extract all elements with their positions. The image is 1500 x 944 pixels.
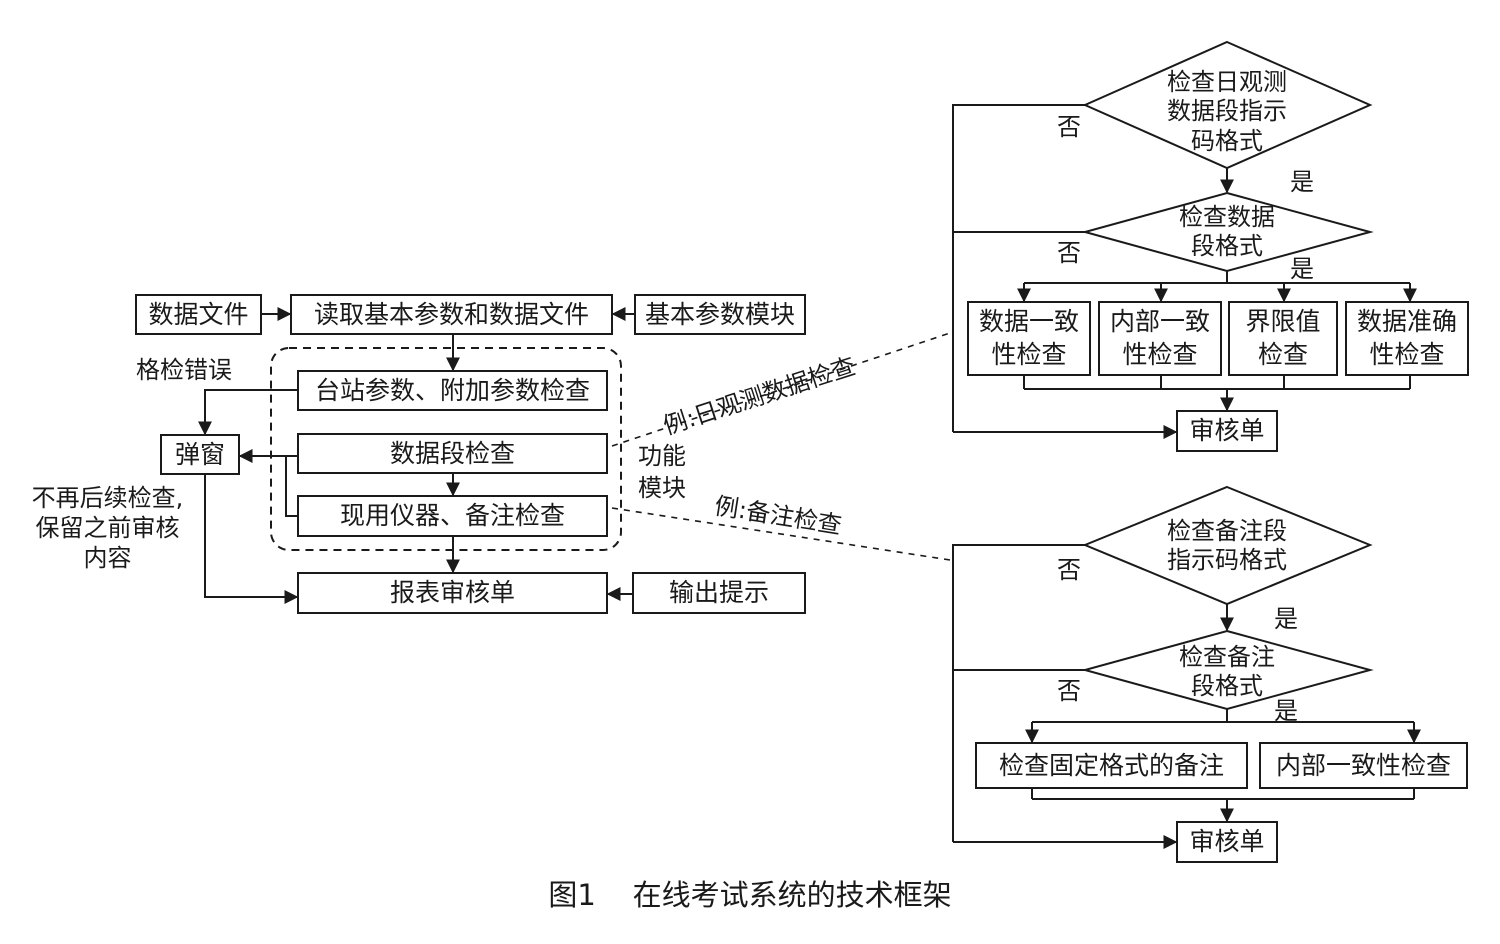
- daily-diamond-1-text: 检查日观测 数据段指示 码格式: [1167, 68, 1287, 155]
- line-instrument-to-popup: [285, 456, 297, 517]
- remark-no-1-label: 否: [1057, 556, 1081, 584]
- daily-diamond-2-text: 检查数据 段格式: [1179, 203, 1275, 261]
- remark-diamond-1-text: 检查备注段 指示码格式: [1167, 517, 1287, 575]
- check-fixed-box: 检查固定格式的备注: [975, 742, 1248, 789]
- daily-yes-2-label: 是: [1290, 255, 1314, 283]
- report-box: 报表审核单: [297, 572, 608, 614]
- check-limit-box: 界限值 检查: [1228, 301, 1338, 376]
- remark-yes-2-label: 是: [1274, 697, 1298, 725]
- leader-remark: [611, 507, 951, 561]
- remark-audit-box: 审核单: [1176, 821, 1278, 863]
- daily-yes-1-label: 是: [1290, 168, 1314, 196]
- popup-box: 弹窗: [160, 434, 240, 475]
- basic-module-box: 基本参数模块: [634, 294, 806, 335]
- check-internal-box: 内部一致 性检查: [1098, 301, 1222, 376]
- instrument-check-box: 现用仪器、备注检查: [297, 495, 608, 537]
- read-params-box: 读取基本参数和数据文件: [290, 294, 613, 335]
- remark-internal-box: 内部一致性检查: [1259, 742, 1468, 789]
- data-file-box: 数据文件: [135, 294, 262, 335]
- remark-no-2-label: 否: [1057, 677, 1081, 705]
- daily-audit-box: 审核单: [1176, 410, 1278, 452]
- remark-yes-1-label: 是: [1274, 605, 1298, 633]
- function-module-region: [270, 347, 622, 551]
- figure-caption: 图1 在线考试系统的技术框架: [548, 878, 952, 912]
- arrow-popup-to-report: [204, 475, 299, 604]
- popup-note-label: 不再后续检查, 保留之前审核 内容: [31, 484, 184, 572]
- remark-diamond-2-text: 检查备注 段格式: [1179, 643, 1275, 701]
- daily-no-1-label: 否: [1057, 113, 1081, 141]
- check-accuracy-box: 数据准确 性检查: [1345, 301, 1469, 376]
- check-consistency-box: 数据一致 性检查: [967, 301, 1091, 376]
- remark-no-1: [952, 544, 1085, 842]
- daily-no-1: [952, 104, 1085, 432]
- format-error-label: 格检错误: [136, 356, 232, 384]
- segment-check-box: 数据段检查: [297, 433, 608, 474]
- station-check-box: 台站参数、附加参数检查: [297, 370, 608, 411]
- function-module-label: 功能 模块: [638, 442, 686, 503]
- daily-no-2-label: 否: [1057, 239, 1081, 267]
- output-hint-box: 输出提示: [632, 572, 806, 614]
- arrow-error-to-popup: [198, 389, 297, 436]
